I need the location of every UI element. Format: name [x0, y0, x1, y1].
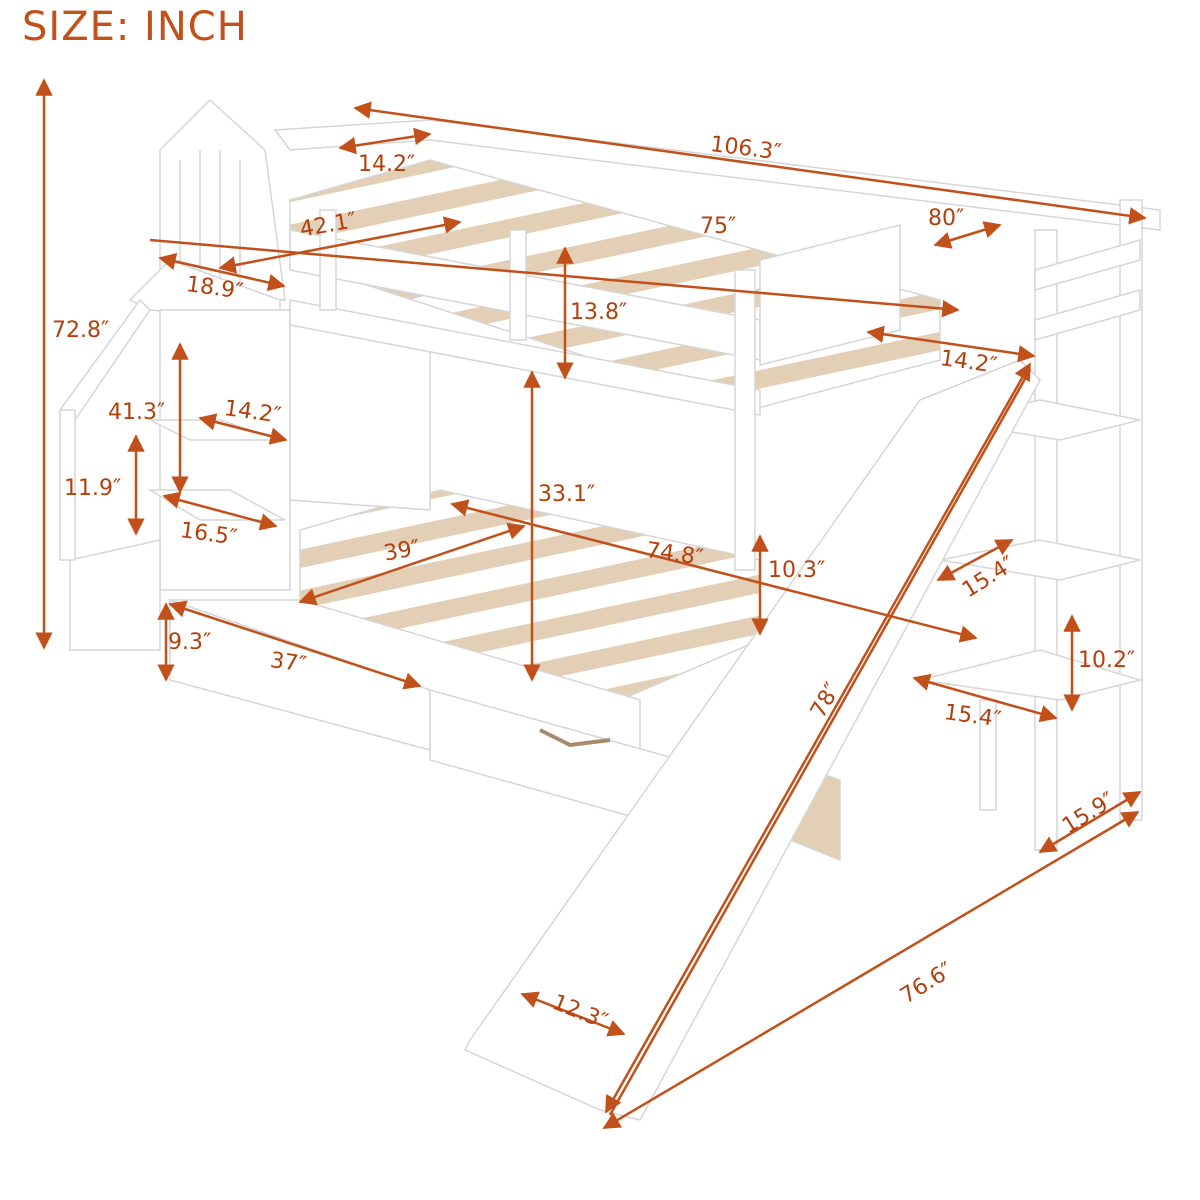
dimension-label-stair-riser: 11.9″	[64, 476, 122, 501]
dimension-lines	[35, 78, 1147, 1130]
dimension-label-guardrail-height: 13.8″	[570, 300, 628, 325]
dimension-label-stair-height: 41.3″	[108, 400, 166, 425]
dimension-label-top-guardrail-width: 14.2″	[358, 152, 416, 177]
dimension-label-ladder-step-height: 10.2″	[1078, 648, 1136, 673]
dimension-label-overall-width: 80″	[928, 206, 965, 231]
dimension-label-clearance-between-bunks: 33.1″	[538, 482, 596, 507]
dimension-label-drawer-height: 9.3″	[168, 630, 212, 655]
dimension-label-overall-height: 72.8″	[52, 318, 110, 343]
dimension-label-top-bunk-length: 75″	[700, 214, 737, 239]
size-unit-title: SIZE: INCH	[22, 4, 248, 50]
dimension-label-drawer-width: 37″	[268, 648, 308, 678]
dimension-label-bottom-guardrail-height: 10.3″	[768, 558, 826, 583]
